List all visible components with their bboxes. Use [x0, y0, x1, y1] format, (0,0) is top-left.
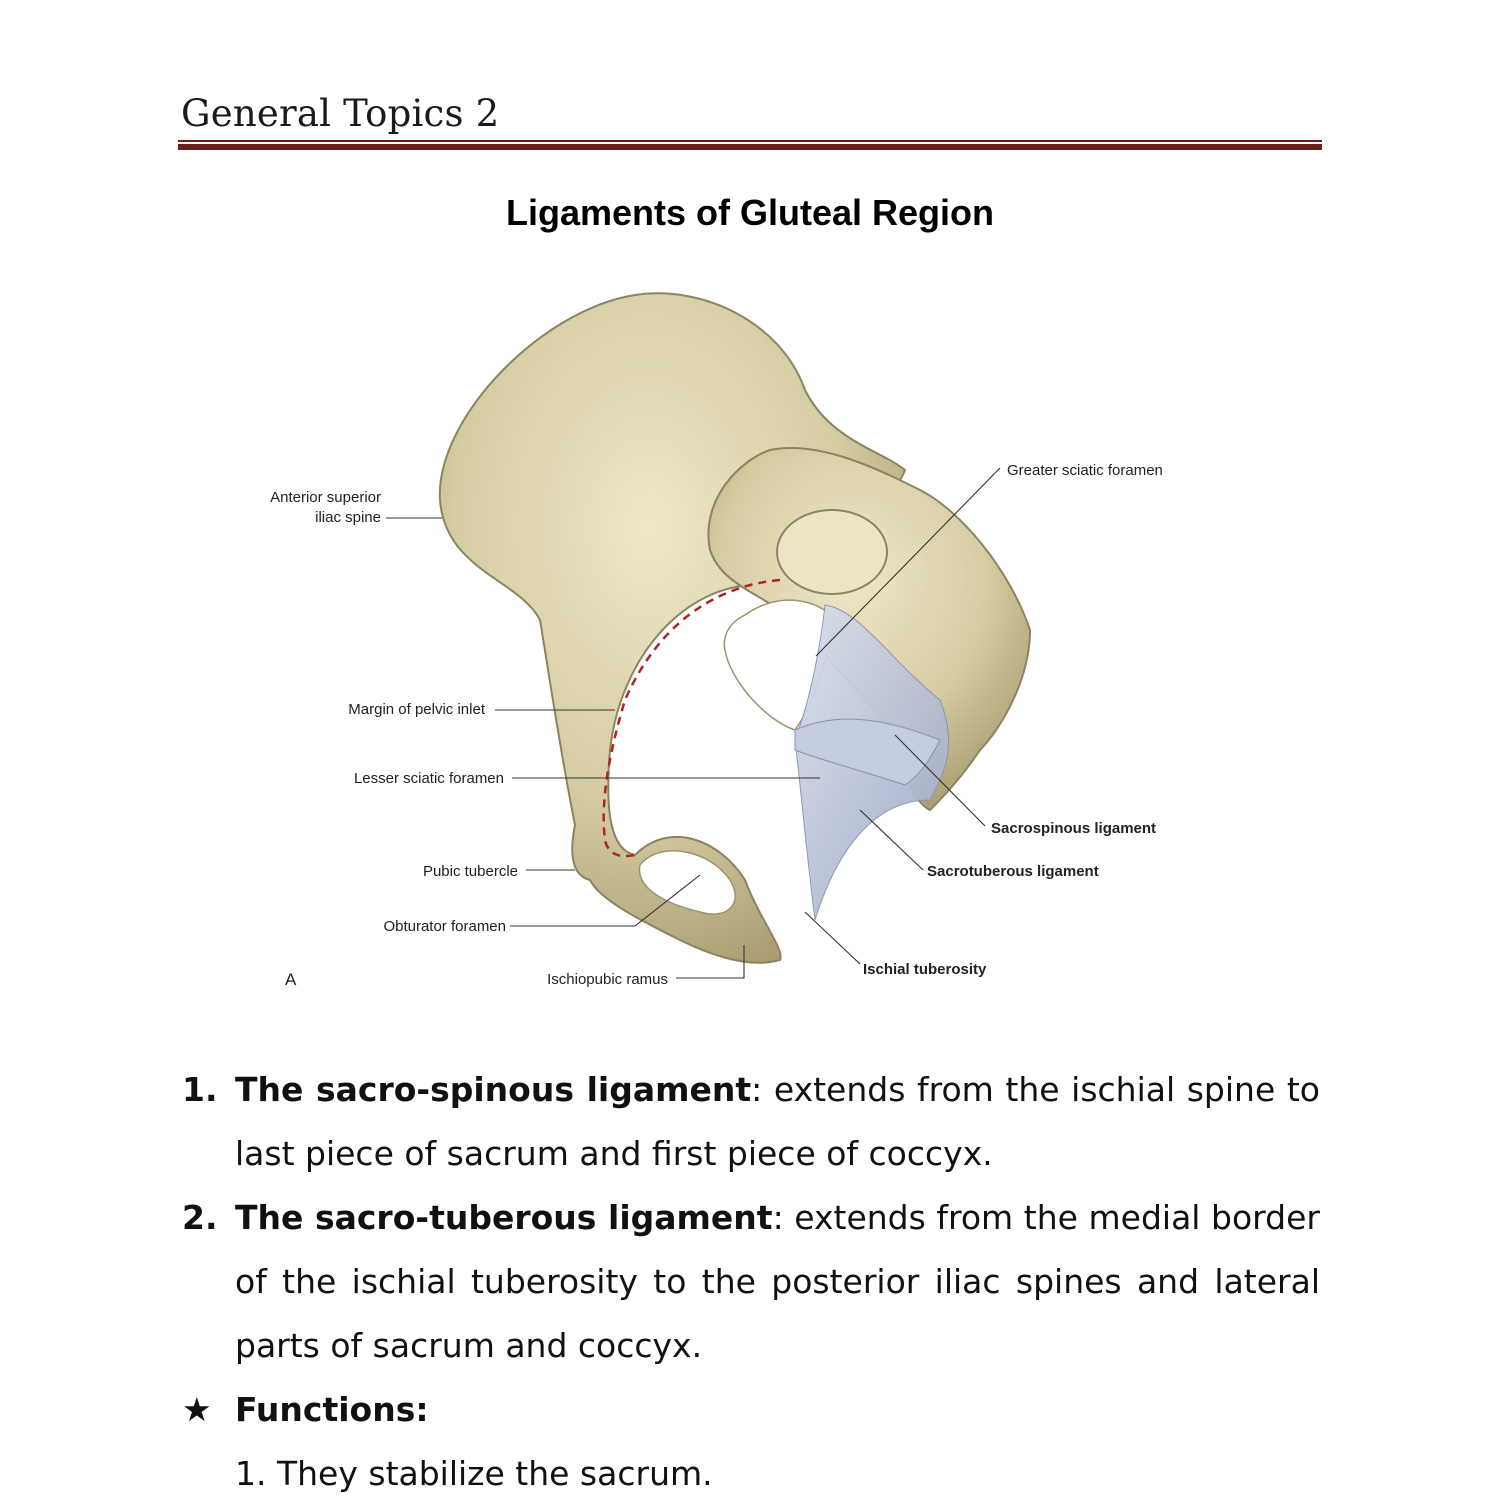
header-rule-thin	[178, 140, 1322, 142]
header-title: General Topics 2	[181, 92, 500, 135]
list-item: 2. The sacro-tuberous ligament: extends …	[182, 1186, 1320, 1378]
list-item: 1. The sacro-spinous ligament: extends f…	[182, 1058, 1320, 1186]
label-obturator: Obturator foramen	[383, 918, 506, 935]
list-item-text: : extends from the ischial spine to last…	[235, 1070, 1320, 1173]
list-item-number: 2.	[182, 1198, 218, 1237]
functions-label: Functions:	[235, 1390, 429, 1429]
greater-sciatic-opening	[723, 599, 836, 731]
star-bullet-icon: ★	[182, 1390, 212, 1429]
list-item-term: The sacro-tuberous ligament	[235, 1198, 773, 1237]
label-sacrospinous: Sacrospinous ligament	[991, 820, 1156, 837]
functions-item: 1. They stabilize the sacrum.	[235, 1454, 713, 1493]
label-lesser-sciatic: Lesser sciatic foramen	[354, 770, 504, 787]
figure-panel-letter: A	[285, 970, 297, 989]
label-pubic-tubercle: Pubic tubercle	[423, 863, 518, 880]
sacrospinous-ligament	[794, 718, 941, 786]
list-item-term: The sacro-spinous ligament	[235, 1070, 752, 1109]
list-item-body: The sacro-spinous ligament: extends from…	[235, 1058, 1320, 1186]
obturator-opening	[638, 850, 736, 915]
list-item-body: The sacro-tuberous ligament: extends fro…	[235, 1186, 1320, 1378]
list-item-number: 1.	[182, 1070, 218, 1109]
label-greater-sciatic: Greater sciatic foramen	[1007, 462, 1163, 479]
label-pelvic-inlet: Margin of pelvic inlet	[348, 701, 486, 718]
list-item-text: : extends from the medial border of the …	[235, 1198, 1320, 1365]
functions-heading: ★ Functions:	[182, 1378, 1320, 1442]
document-title: Ligaments of Gluteal Region	[505, 192, 995, 233]
header-rule-thick	[178, 144, 1322, 150]
body-text: 1. The sacro-spinous ligament: extends f…	[182, 1058, 1320, 1506]
label-ischial-tuberosity: Ischial tuberosity	[863, 961, 987, 978]
pelvic-inlet-margin	[602, 578, 781, 858]
label-ischiopubic: Ischiopubic ramus	[547, 971, 668, 988]
label-sacrotuberous: Sacrotuberous ligament	[927, 863, 1099, 880]
vertebral-body	[776, 509, 888, 595]
